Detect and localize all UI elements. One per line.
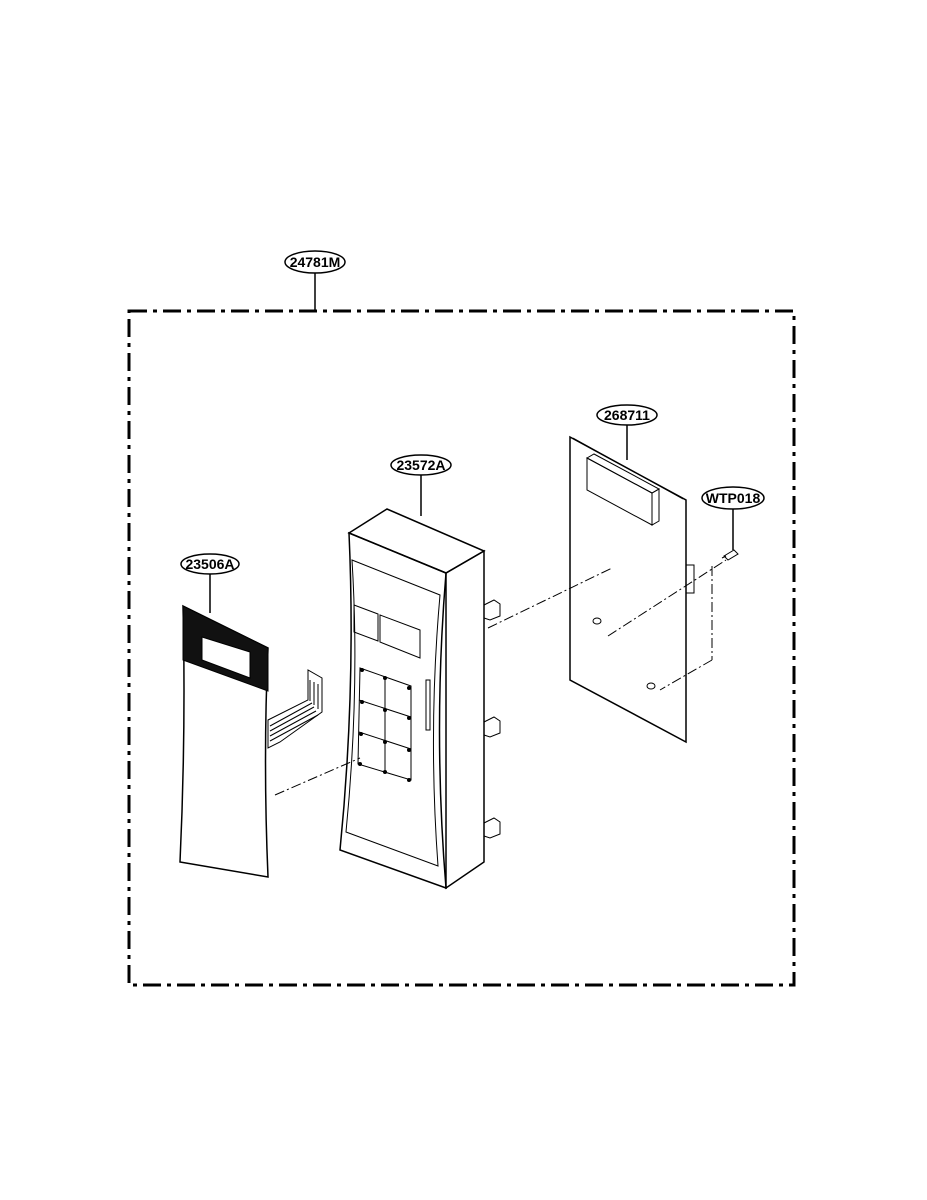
control-panel-frame-label: 23572A (396, 457, 445, 473)
control-panel-frame-part[interactable] (339, 508, 501, 890)
pcb-part[interactable] (569, 435, 695, 744)
assembly-label: 24781M (290, 254, 341, 270)
keypad-grid (357, 667, 412, 782)
pcb-label: 268711 (604, 407, 650, 423)
screw-part[interactable] (721, 549, 739, 561)
assembly-guide-lines (274, 559, 727, 796)
assembly-boundary (127, 309, 796, 987)
assembly-callout[interactable]: 24781M (284, 250, 346, 311)
membrane-switch-part[interactable] (179, 604, 323, 878)
membrane-switch-callout[interactable]: 23506A (180, 553, 240, 613)
control-panel-frame-callout[interactable]: 23572A (390, 454, 452, 516)
membrane-display-window (201, 636, 251, 679)
membrane-switch-label: 23506A (185, 556, 234, 572)
pcb-callout[interactable]: 268711 (596, 404, 658, 460)
screw-callout[interactable]: WTP018 (701, 486, 765, 550)
screw-label: WTP018 (706, 490, 761, 506)
